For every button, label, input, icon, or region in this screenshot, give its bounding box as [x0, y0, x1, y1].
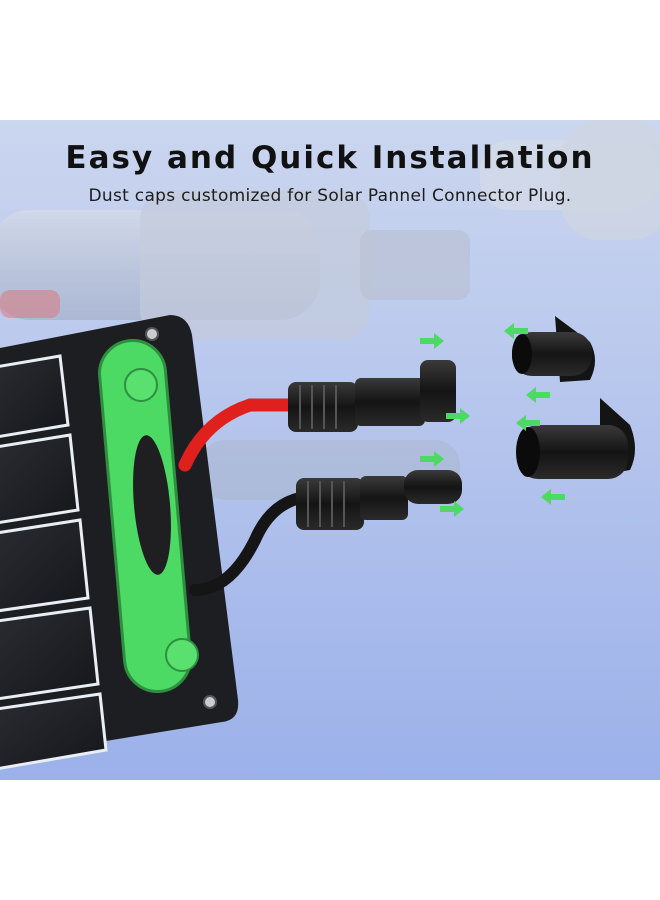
connector-icon: [288, 360, 456, 432]
red-cable: [178, 398, 302, 472]
connector-icon: [296, 470, 462, 530]
top-white-margin: [0, 0, 660, 120]
solar-panel-icon: [0, 315, 239, 770]
product-photo: [0, 120, 660, 780]
subheadline: Dust caps customized for Solar Pannel Co…: [88, 186, 572, 206]
arrow-icon: [420, 323, 565, 517]
bottom-white-margin: [0, 780, 660, 900]
dust-cap-icon: [516, 398, 635, 479]
dust-cap-icon: [512, 316, 595, 382]
background-connector-ghost: [0, 120, 660, 500]
black-cable: [189, 492, 306, 596]
headline: Easy and Quick Installation: [65, 140, 595, 176]
